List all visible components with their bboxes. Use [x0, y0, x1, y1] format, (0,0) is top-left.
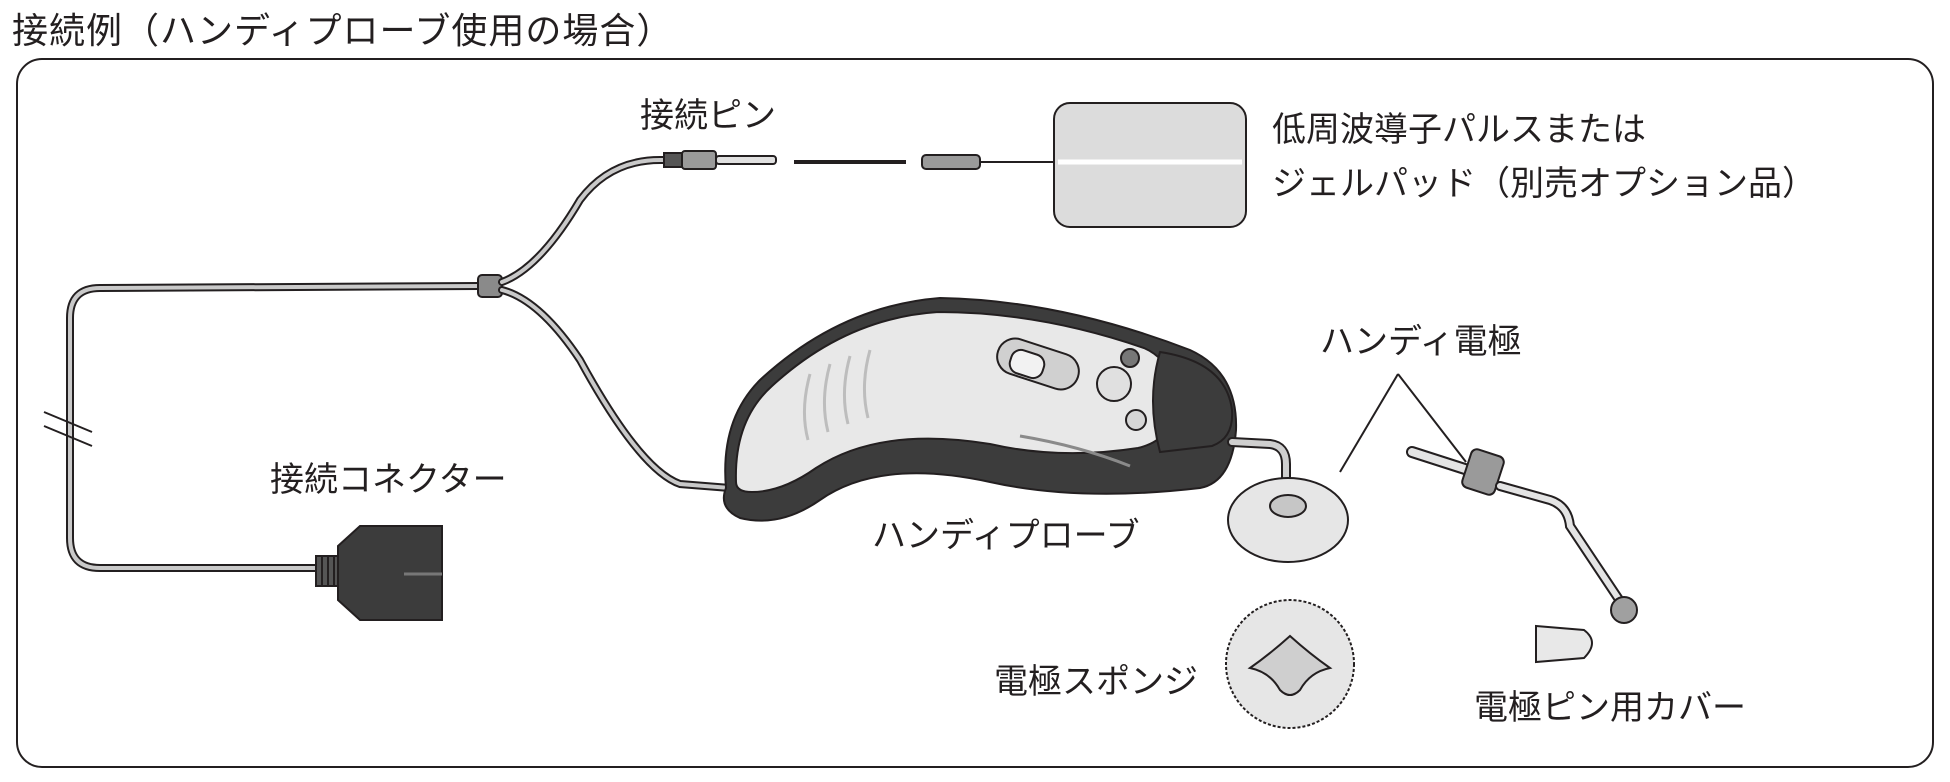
connection-pin [663, 150, 777, 170]
probe-cable-branch [498, 286, 734, 492]
gel-pad-label-line1: 低周波導子パルスまたは [1272, 110, 1646, 150]
pin-electrode [1406, 446, 1638, 624]
pad-lead-socket [921, 154, 1062, 170]
connection-pin-label: 接続ピン [640, 96, 776, 136]
page-title: 接続例（ハンディプローブ使用の場合） [12, 11, 674, 52]
gel-pad [1053, 102, 1247, 228]
electrode-sponge [1225, 599, 1355, 729]
handy-electrode-label: ハンディ電極 [1320, 322, 1522, 362]
electrode-sponge-label: 電極スポンジ [994, 662, 1198, 702]
probe-disc-electrode [1227, 437, 1349, 563]
cable-break-mark [43, 411, 93, 447]
handy-probe [722, 296, 1238, 522]
main-cable [66, 282, 484, 572]
handy-probe-label: ハンディプローブ [872, 516, 1140, 556]
connector [315, 525, 443, 621]
cable-junction [477, 274, 503, 298]
pin-cable-branch [498, 156, 672, 286]
electrode-pin-cover [1535, 624, 1593, 664]
diagram-frame [16, 58, 1934, 768]
connector-label: 接続コネクター [270, 460, 507, 500]
gel-pad-label-line2: ジェルパッド（別売オプション品） [1272, 164, 1816, 204]
pin-cover-label: 電極ピン用カバー [1474, 688, 1746, 728]
electrode-pointer [1339, 373, 1467, 473]
